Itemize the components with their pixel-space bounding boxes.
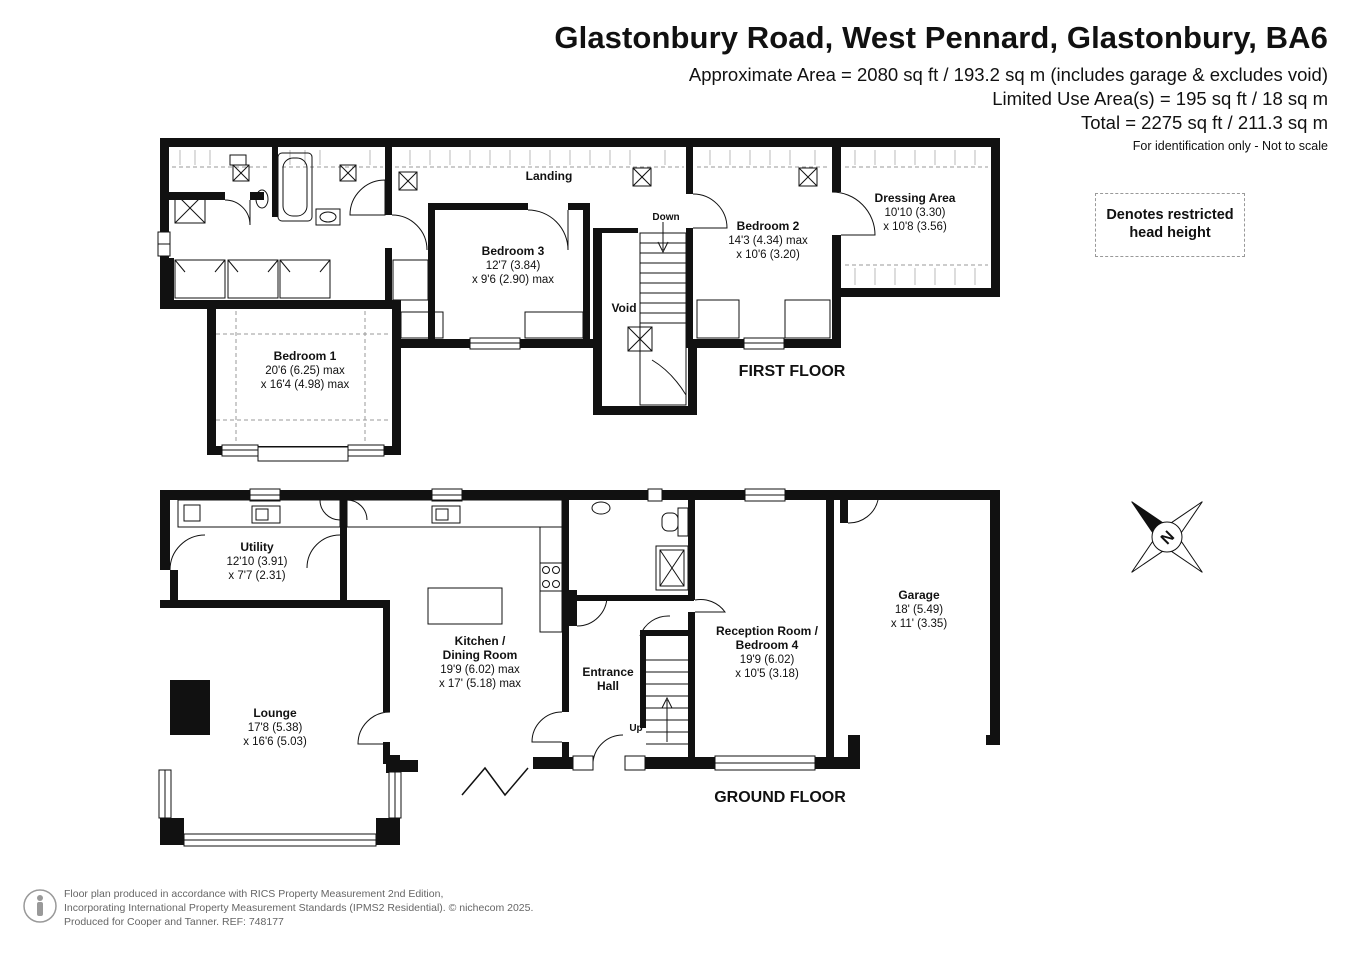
stairs-up-label: Up: [629, 723, 642, 734]
utility-dim2: x 7'7 (2.31): [228, 570, 285, 582]
reception-name-line1: Reception Room /: [716, 624, 819, 638]
lounge-dim2: x 16'6 (5.03): [243, 736, 307, 748]
ground-floor-label: GROUND FLOOR: [714, 789, 846, 806]
bedroom3-dim1: 12'7 (3.84): [486, 260, 541, 272]
ground-floor-doors: [169, 499, 879, 797]
void-label: Void: [611, 301, 636, 315]
toilet-icon: [229, 154, 247, 166]
shower-tray-icon: [174, 192, 206, 224]
garage-dim1: 18' (5.49): [895, 604, 943, 616]
reception-name-line2: Bedroom 4: [736, 638, 799, 652]
entrance-hall-line2: Hall: [597, 679, 619, 693]
sink-icon: [431, 505, 461, 524]
bedroom1-name: Bedroom 1: [274, 349, 337, 363]
lounge-name: Lounge: [253, 706, 297, 720]
measurement-standard-logo-icon: [23, 889, 57, 923]
approximate-area: Approximate Area = 2080 sq ft / 193.2 sq…: [688, 64, 1328, 85]
total-area: Total = 2275 sq ft / 211.3 sq m: [1081, 112, 1328, 133]
first-floor: [160, 138, 1000, 455]
kitchen-name-line1: Kitchen /: [455, 634, 506, 648]
toilet-icon: [661, 512, 679, 532]
first-floor-doors: [224, 179, 876, 251]
hob-icon: [539, 562, 563, 592]
first-floor-label: FIRST FLOOR: [739, 363, 846, 380]
reception-dim1: 19'9 (6.02): [740, 654, 795, 666]
kitchen-island: [427, 587, 503, 625]
footer-line-1: Floor plan produced in accordance with R…: [64, 888, 444, 900]
dressing-area-dim1: 10'10 (3.30): [884, 207, 945, 219]
shower-tray-icon: [655, 545, 689, 591]
bath-icon: [277, 152, 313, 222]
appliance-icon: [183, 504, 201, 522]
skylight-icon: [398, 171, 418, 191]
wc-icon: [255, 189, 269, 209]
skylight-icon: [798, 167, 818, 187]
limited-use-area: Limited Use Area(s) = 195 sq ft / 18 sq …: [992, 88, 1328, 109]
dressing-area-name: Dressing Area: [875, 191, 956, 205]
bedroom1-dim1: 20'6 (6.25) max: [265, 365, 345, 377]
sink-icon: [251, 505, 281, 524]
bedroom2-dim1: 14'3 (4.34) max: [728, 235, 808, 247]
basin-icon: [315, 208, 341, 226]
bedroom3-dim2: x 9'6 (2.90) max: [472, 274, 554, 286]
bedroom2-name: Bedroom 2: [737, 219, 800, 233]
skylight-icon: [632, 167, 652, 187]
footer-line-3: Produced for Cooper and Tanner. REF: 748…: [64, 916, 284, 928]
footer: Floor plan produced in accordance with R…: [64, 887, 533, 929]
dressing-area-dim2: x 10'8 (3.56): [883, 221, 947, 233]
restricted-height-legend-box: [1095, 193, 1245, 257]
page-title: Glastonbury Road, West Pennard, Glastonb…: [554, 20, 1328, 55]
footer-line-2: Incorporating International Property Mea…: [64, 902, 534, 914]
stairs-down-label: Down: [652, 212, 679, 223]
first-floor-fixtures: [174, 152, 831, 406]
utility-dim1: 12'10 (3.91): [226, 556, 287, 568]
compass-icon: N: [1131, 501, 1203, 573]
skylight-icon: [339, 164, 357, 182]
entrance-hall-line1: Entrance: [582, 665, 634, 679]
kitchen-name-line2: Dining Room: [443, 648, 518, 662]
reception-dim2: x 10'5 (3.18): [735, 668, 799, 680]
bedroom3-name: Bedroom 3: [482, 244, 545, 258]
bedroom2-dim2: x 10'6 (3.20): [736, 249, 800, 261]
scale-note: For identification only - Not to scale: [1132, 139, 1328, 153]
ground-floor: [160, 490, 1000, 845]
basin-icon: [591, 501, 611, 515]
kitchen-dim1: 19'9 (6.02) max: [440, 664, 520, 676]
bedroom1-dim2: x 16'4 (4.98) max: [261, 379, 350, 391]
garage-dim2: x 11' (3.35): [891, 618, 947, 630]
lounge-dim1: 17'8 (5.38): [248, 722, 303, 734]
skylight-icon: [232, 164, 250, 182]
restricted-height-legend-label: Denotes restricted head height: [1106, 207, 1234, 241]
ground-floor-fixtures: [177, 499, 689, 745]
utility-name: Utility: [240, 540, 274, 554]
landing-label: Landing: [526, 169, 573, 183]
kitchen-dim2: x 17' (5.18) max: [439, 678, 521, 690]
garage-name: Garage: [898, 588, 940, 602]
restricted-height-lines: [172, 166, 988, 444]
